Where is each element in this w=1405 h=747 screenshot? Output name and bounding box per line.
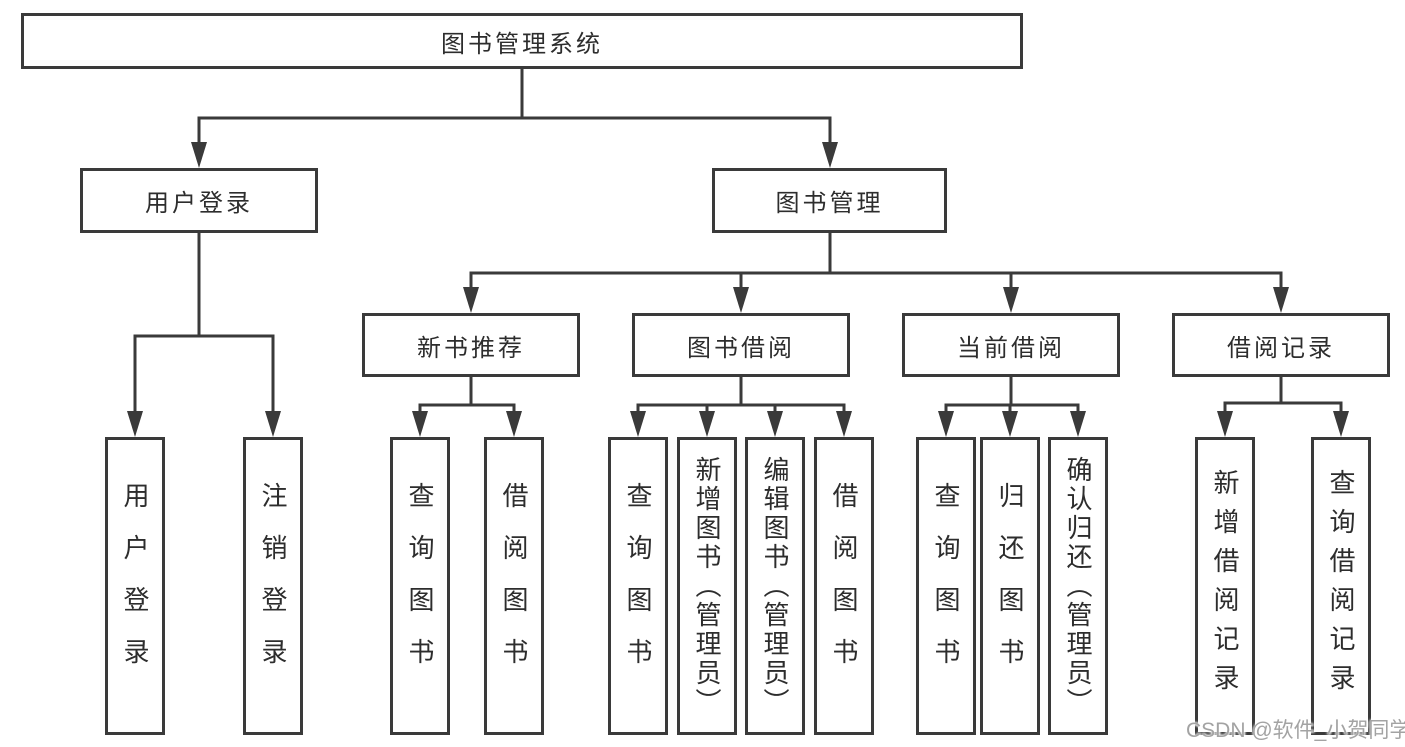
- node-new-book-recommend-label: 新书推荐: [417, 334, 525, 362]
- leaf-newbook-borrow-label: 借阅图书: [499, 482, 529, 690]
- leaf-borrow-edit-admin: 编辑图书（管理员）: [745, 437, 805, 735]
- leaf-current-return: 归还图书: [980, 437, 1040, 735]
- node-book-borrow: 图书借阅: [632, 313, 850, 377]
- leaf-newbook-query-label: 查询图书: [405, 482, 435, 690]
- leaf-borrow-book-label: 借阅图书: [829, 482, 859, 690]
- leaf-records-add-label: 新增借阅记录: [1210, 469, 1240, 703]
- leaf-logout: 注销登录: [243, 437, 303, 735]
- leaf-user-login-label: 用户登录: [120, 482, 150, 690]
- node-user-login: 用户登录: [80, 168, 318, 233]
- node-book-borrow-label: 图书借阅: [687, 334, 795, 362]
- node-borrow-records-label: 借阅记录: [1227, 334, 1335, 362]
- node-new-book-recommend: 新书推荐: [362, 313, 580, 377]
- leaf-logout-label: 注销登录: [258, 482, 288, 690]
- leaf-borrow-query: 查询图书: [608, 437, 668, 735]
- leaf-records-query-label: 查询借阅记录: [1326, 469, 1356, 703]
- leaf-current-confirm-admin: 确认归还（管理员）: [1048, 437, 1108, 735]
- leaf-borrow-book: 借阅图书: [814, 437, 874, 735]
- leaf-user-login: 用户登录: [105, 437, 165, 735]
- leaf-records-query: 查询借阅记录: [1311, 437, 1371, 735]
- leaf-current-query-label: 查询图书: [931, 482, 961, 690]
- leaf-newbook-query: 查询图书: [390, 437, 450, 735]
- leaf-current-confirm-admin-label: 确认归还（管理员）: [1063, 455, 1093, 717]
- leaf-borrow-query-label: 查询图书: [623, 482, 653, 690]
- node-root: 图书管理系统: [21, 13, 1023, 69]
- leaf-records-add: 新增借阅记录: [1195, 437, 1255, 735]
- node-book-management: 图书管理: [712, 168, 947, 233]
- node-borrow-records: 借阅记录: [1172, 313, 1390, 377]
- node-current-borrow: 当前借阅: [902, 313, 1120, 377]
- leaf-borrow-add-admin-label: 新增图书（管理员）: [692, 455, 722, 717]
- leaf-current-return-label: 归还图书: [995, 482, 1025, 690]
- csdn-watermark: CSDN @软件_小贺同学: [1186, 719, 1405, 742]
- node-user-login-label: 用户登录: [145, 190, 253, 217]
- leaf-newbook-borrow: 借阅图书: [484, 437, 544, 735]
- node-current-borrow-label: 当前借阅: [957, 334, 1065, 362]
- node-root-label: 图书管理系统: [441, 30, 603, 58]
- node-book-management-label: 图书管理: [775, 190, 884, 217]
- leaf-current-query: 查询图书: [916, 437, 976, 735]
- leaf-borrow-add-admin: 新增图书（管理员）: [677, 437, 737, 735]
- leaf-borrow-edit-admin-label: 编辑图书（管理员）: [760, 455, 790, 717]
